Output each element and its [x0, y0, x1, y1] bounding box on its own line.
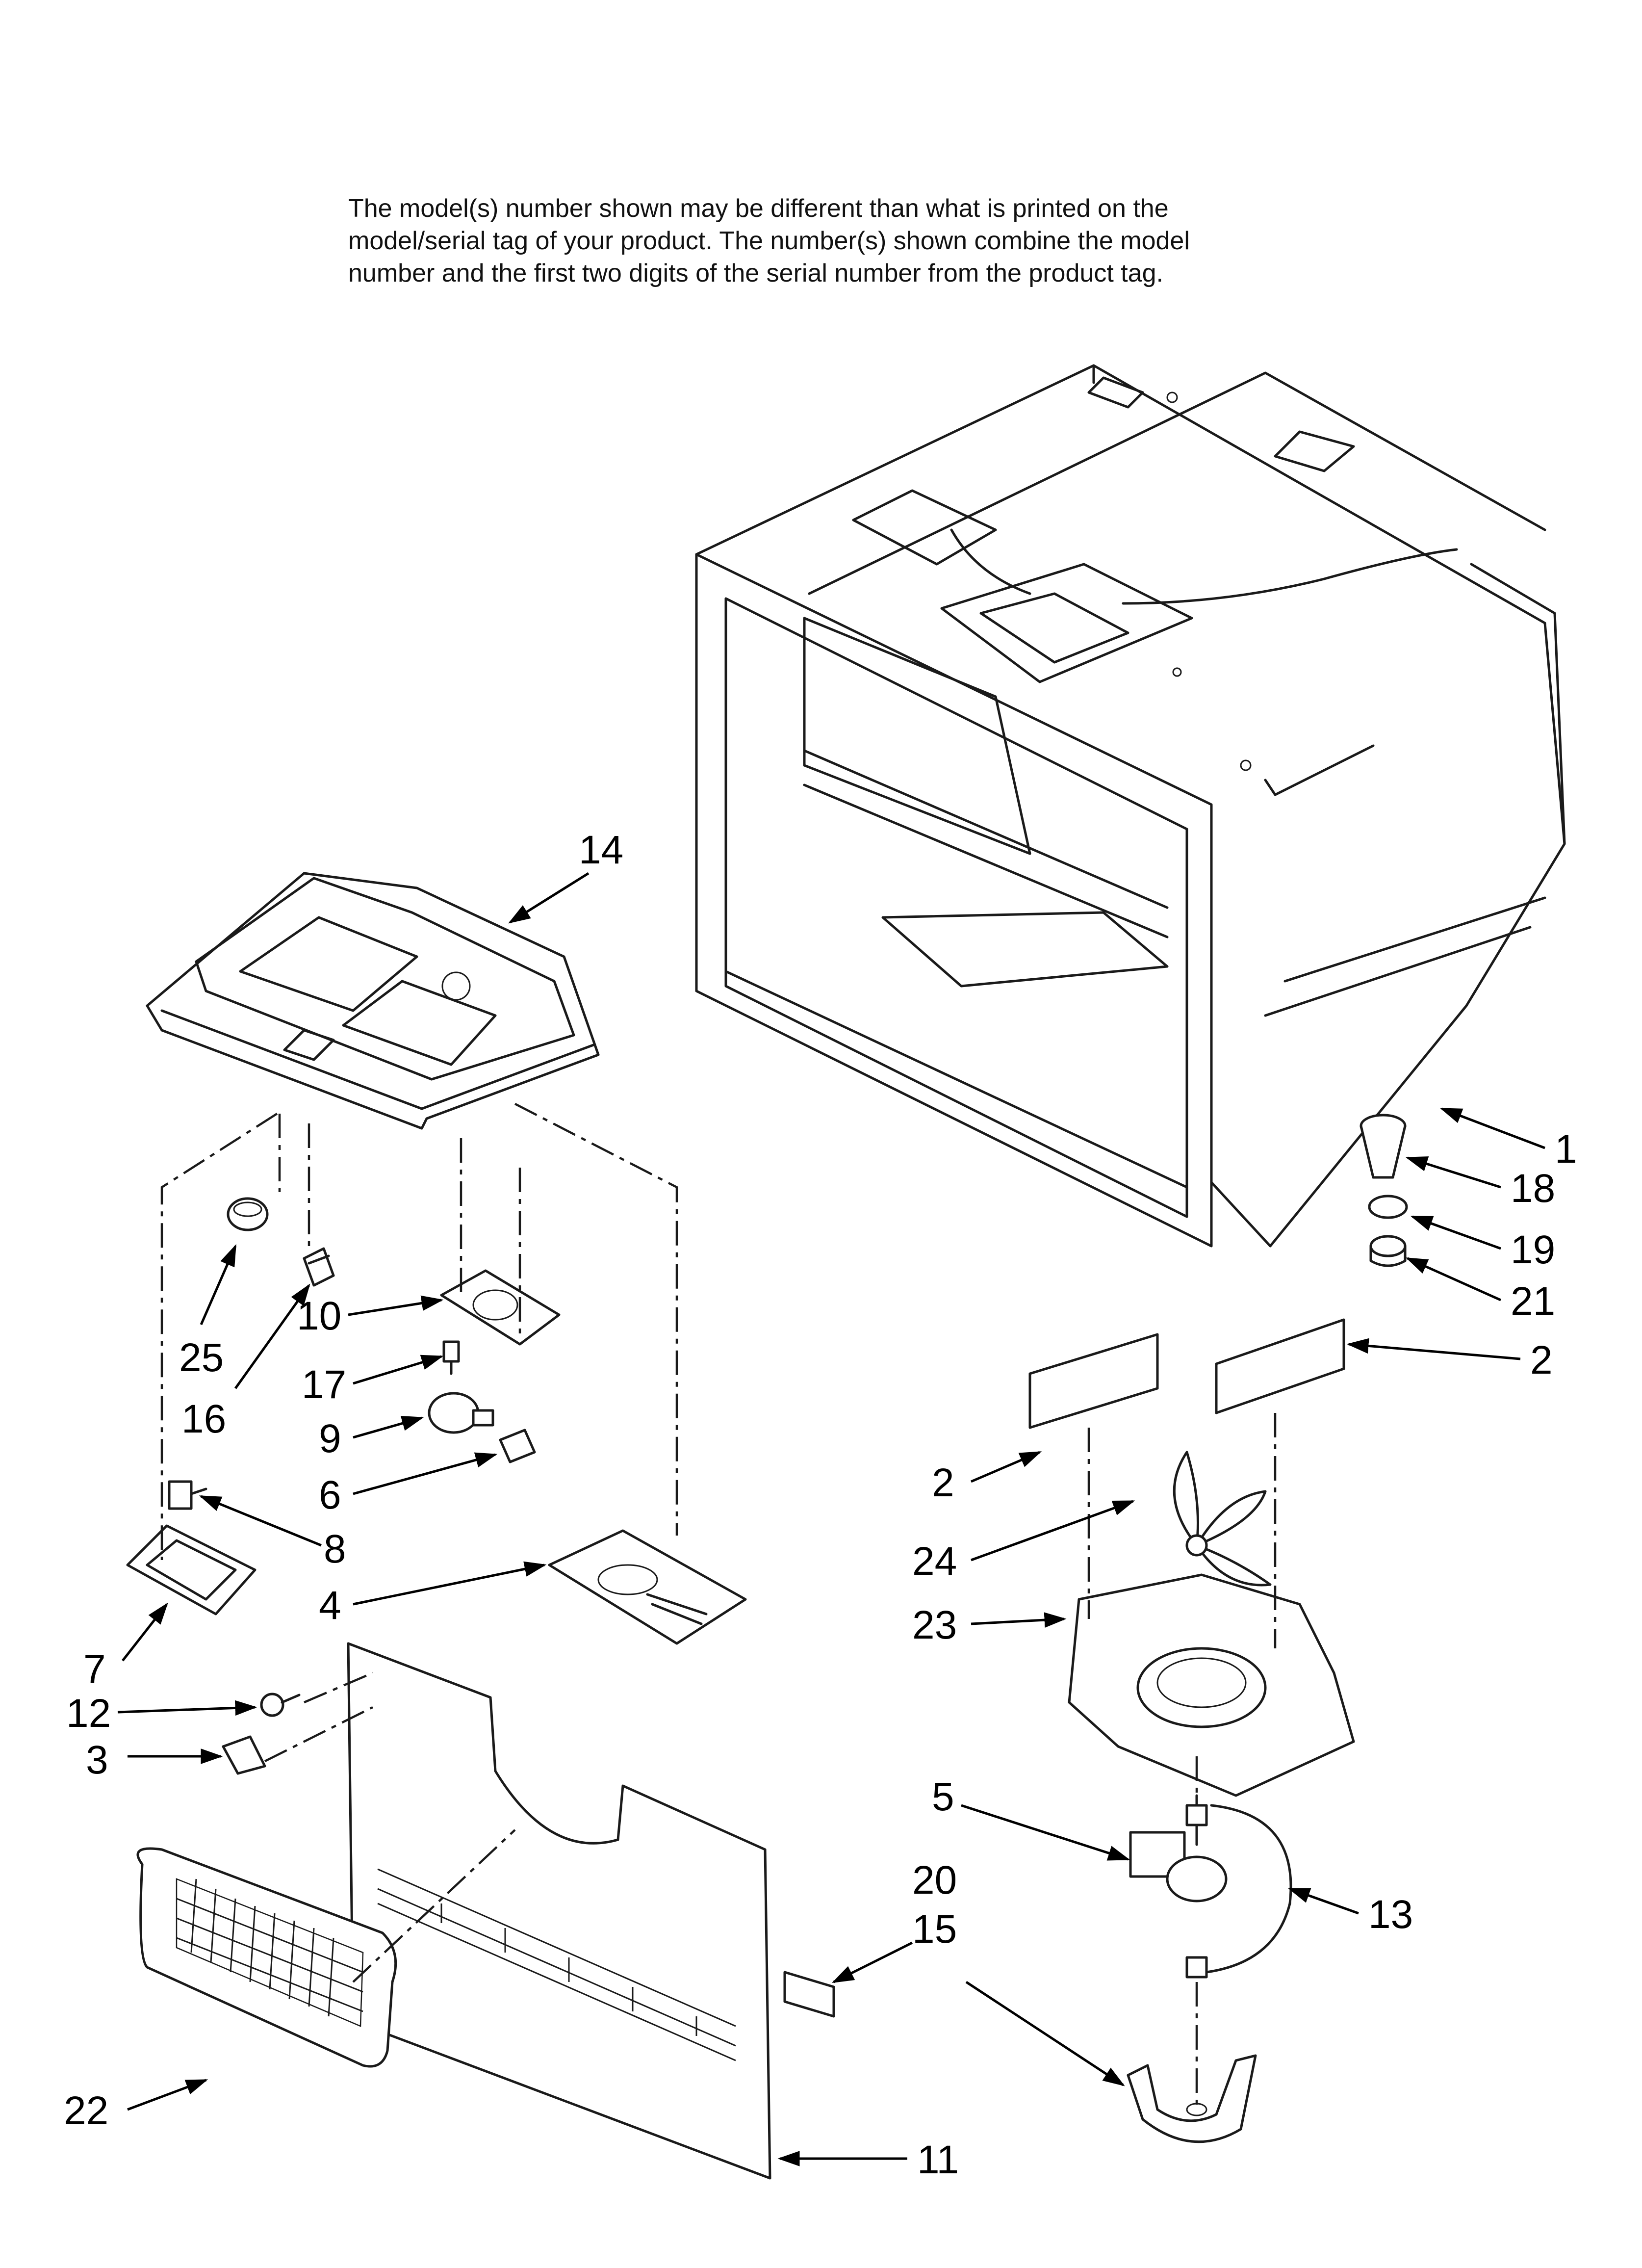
- callout-5: 5: [932, 1774, 954, 1819]
- part-2-insulation-left: [1028, 1333, 1159, 1429]
- part-14-housing: [146, 872, 600, 1130]
- callout-17: 17: [302, 1362, 346, 1407]
- part-10-lamp-socket-cover: [440, 1269, 561, 1346]
- part-9-bulb: [428, 1392, 494, 1434]
- callout-13: 13: [1368, 1892, 1413, 1937]
- callout-23: 23: [912, 1603, 957, 1647]
- note-line-1: The model(s) number shown may be differe…: [348, 194, 1169, 223]
- callout-14: 14: [579, 828, 623, 872]
- callout-19: 19: [1511, 1227, 1555, 1272]
- part-12-screw: [260, 1693, 301, 1717]
- callout-leaders: [117, 872, 1545, 2166]
- assembly-guide-lines: [160, 1102, 1277, 2105]
- callout-24: 24: [912, 1539, 957, 1584]
- part-15-motor-bracket: [1127, 2054, 1257, 2143]
- callout-16: 16: [181, 1397, 226, 1441]
- callout-20: 20: [912, 1858, 957, 1903]
- callout-7: 7: [83, 1647, 106, 1692]
- model-number-note: The model(s) number shown may be differe…: [348, 192, 1329, 289]
- part-7-control-housing: [126, 1524, 257, 1616]
- callout-4: 4: [319, 1583, 341, 1628]
- callout-21: 21: [1511, 1279, 1555, 1324]
- part-22-grille: [136, 1847, 397, 2068]
- part-16-switch: [303, 1247, 335, 1287]
- callout-2-right: 2: [1530, 1338, 1553, 1382]
- part-2-insulation-right: [1215, 1318, 1345, 1414]
- callout-8: 8: [324, 1527, 346, 1571]
- part-19-ring: [1368, 1195, 1408, 1219]
- note-line-3: number and the first two digits of the s…: [348, 259, 1163, 287]
- part-18-cap: [1360, 1114, 1407, 1179]
- part-8-thermostat: [168, 1480, 207, 1510]
- part-5-fan-motor: [1129, 1794, 1292, 1979]
- part-freezer-liner: [695, 364, 1566, 1248]
- part-21-plug: [1369, 1235, 1407, 1267]
- callout-22: 22: [64, 2088, 108, 2133]
- part-3-bracket: [222, 1735, 266, 1775]
- callout-numbers: 1 18 19 21 2 2 24 23 5 13 15 20 11 14 25…: [64, 828, 1577, 2182]
- part-4-light-shield: [548, 1529, 747, 1645]
- callout-10: 10: [297, 1294, 341, 1338]
- callout-2-left: 2: [932, 1460, 954, 1505]
- note-line-2: model/serial tag of your product. The nu…: [348, 227, 1190, 255]
- part-11-rear-panel: [347, 1642, 771, 2180]
- callout-15: 15: [912, 1907, 957, 1952]
- part-24-fan-blade: [1173, 1451, 1272, 1587]
- callout-18: 18: [1511, 1166, 1555, 1211]
- callout-1: 1: [1555, 1127, 1577, 1172]
- callout-25: 25: [179, 1335, 224, 1380]
- part-23-fan-shroud: [1068, 1573, 1355, 1797]
- callout-3: 3: [86, 1738, 108, 1782]
- part-25-grommet: [227, 1197, 269, 1231]
- part-6-socket: [499, 1429, 536, 1463]
- callout-9: 9: [319, 1416, 341, 1461]
- part-20-gasket-strip: [783, 1971, 835, 2018]
- part-17-screw: [442, 1340, 460, 1375]
- callout-11: 11: [917, 2138, 959, 2182]
- callout-6: 6: [319, 1473, 341, 1517]
- callout-12: 12: [66, 1691, 111, 1736]
